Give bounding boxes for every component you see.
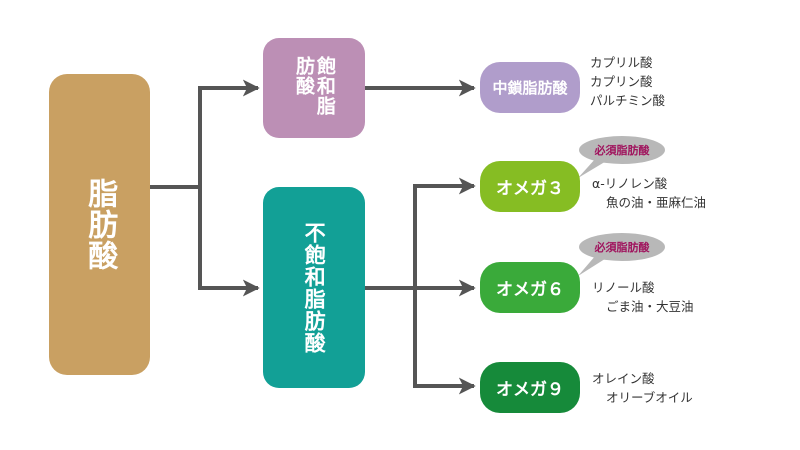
mct-node: 中鎖脂肪酸 xyxy=(480,62,580,113)
badge-bubble-omega6 xyxy=(578,233,665,276)
omega6-example: リノール酸 xyxy=(592,280,655,295)
omega9-example: オリーブオイル xyxy=(606,390,693,405)
fatty-acid-node: 脂肪酸 xyxy=(49,74,150,375)
omega6-example: ごま油・大豆油 xyxy=(606,299,694,314)
unsaturated-fatty-acid-node: 不飽和脂肪酸 xyxy=(263,187,365,388)
mct-example: カプリン酸 xyxy=(590,74,653,89)
omega9-label: オメガ９ xyxy=(496,380,564,400)
omega9-examples: オレイン酸 オリーブオイル xyxy=(592,369,693,407)
omega9-node: オメガ９ xyxy=(480,362,580,413)
omega3-node: オメガ３ xyxy=(480,161,580,212)
fatty-acid-label: 脂肪酸 xyxy=(82,178,118,271)
omega9-example: オレイン酸 xyxy=(592,371,655,386)
mct-label: 中鎖脂肪酸 xyxy=(492,79,568,97)
mct-examples: カプリル酸 カプリン酸 パルチミン酸 xyxy=(590,53,665,110)
mct-example: カプリル酸 xyxy=(590,55,653,70)
unsaturated-label: 不飽和脂肪酸 xyxy=(302,221,327,354)
omega6-node: オメガ６ xyxy=(480,262,580,313)
badge-bubble-omega3 xyxy=(578,136,665,178)
omega3-label: オメガ３ xyxy=(496,179,564,199)
omega3-examples: α-リノレン酸 魚の油・亜麻仁油 xyxy=(592,174,706,212)
saturated-label: 飽和脂肪酸 xyxy=(293,56,336,116)
omega3-example: α-リノレン酸 xyxy=(592,176,668,191)
omega6-examples: リノール酸 ごま油・大豆油 xyxy=(592,278,694,316)
omega6-label: オメガ６ xyxy=(496,280,564,300)
omega6-essential-badge: 必須脂肪酸 xyxy=(594,241,650,254)
omega3-example: 魚の油・亜麻仁油 xyxy=(606,195,707,210)
mct-example: パルチミン酸 xyxy=(590,93,666,108)
saturated-fatty-acid-node: 飽和脂肪酸 xyxy=(263,38,365,138)
omega3-essential-badge: 必須脂肪酸 xyxy=(594,144,650,157)
